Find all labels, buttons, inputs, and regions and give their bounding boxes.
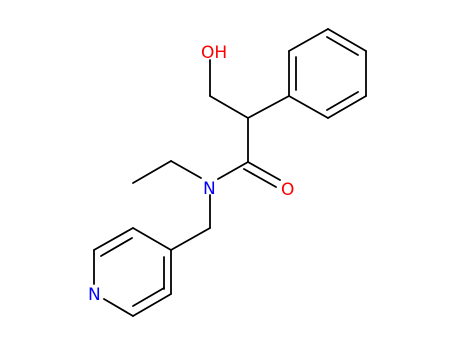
pyridine-nitrogen-label: N <box>88 285 101 305</box>
pyridine-ring <box>93 227 172 317</box>
backbone-bonds <box>132 59 290 251</box>
hydroxyl-label: OH <box>201 43 227 63</box>
amide-nitrogen-label: N <box>203 179 216 199</box>
phenyl-ring <box>288 28 367 119</box>
carbonyl-oxygen-label: O <box>281 180 294 200</box>
